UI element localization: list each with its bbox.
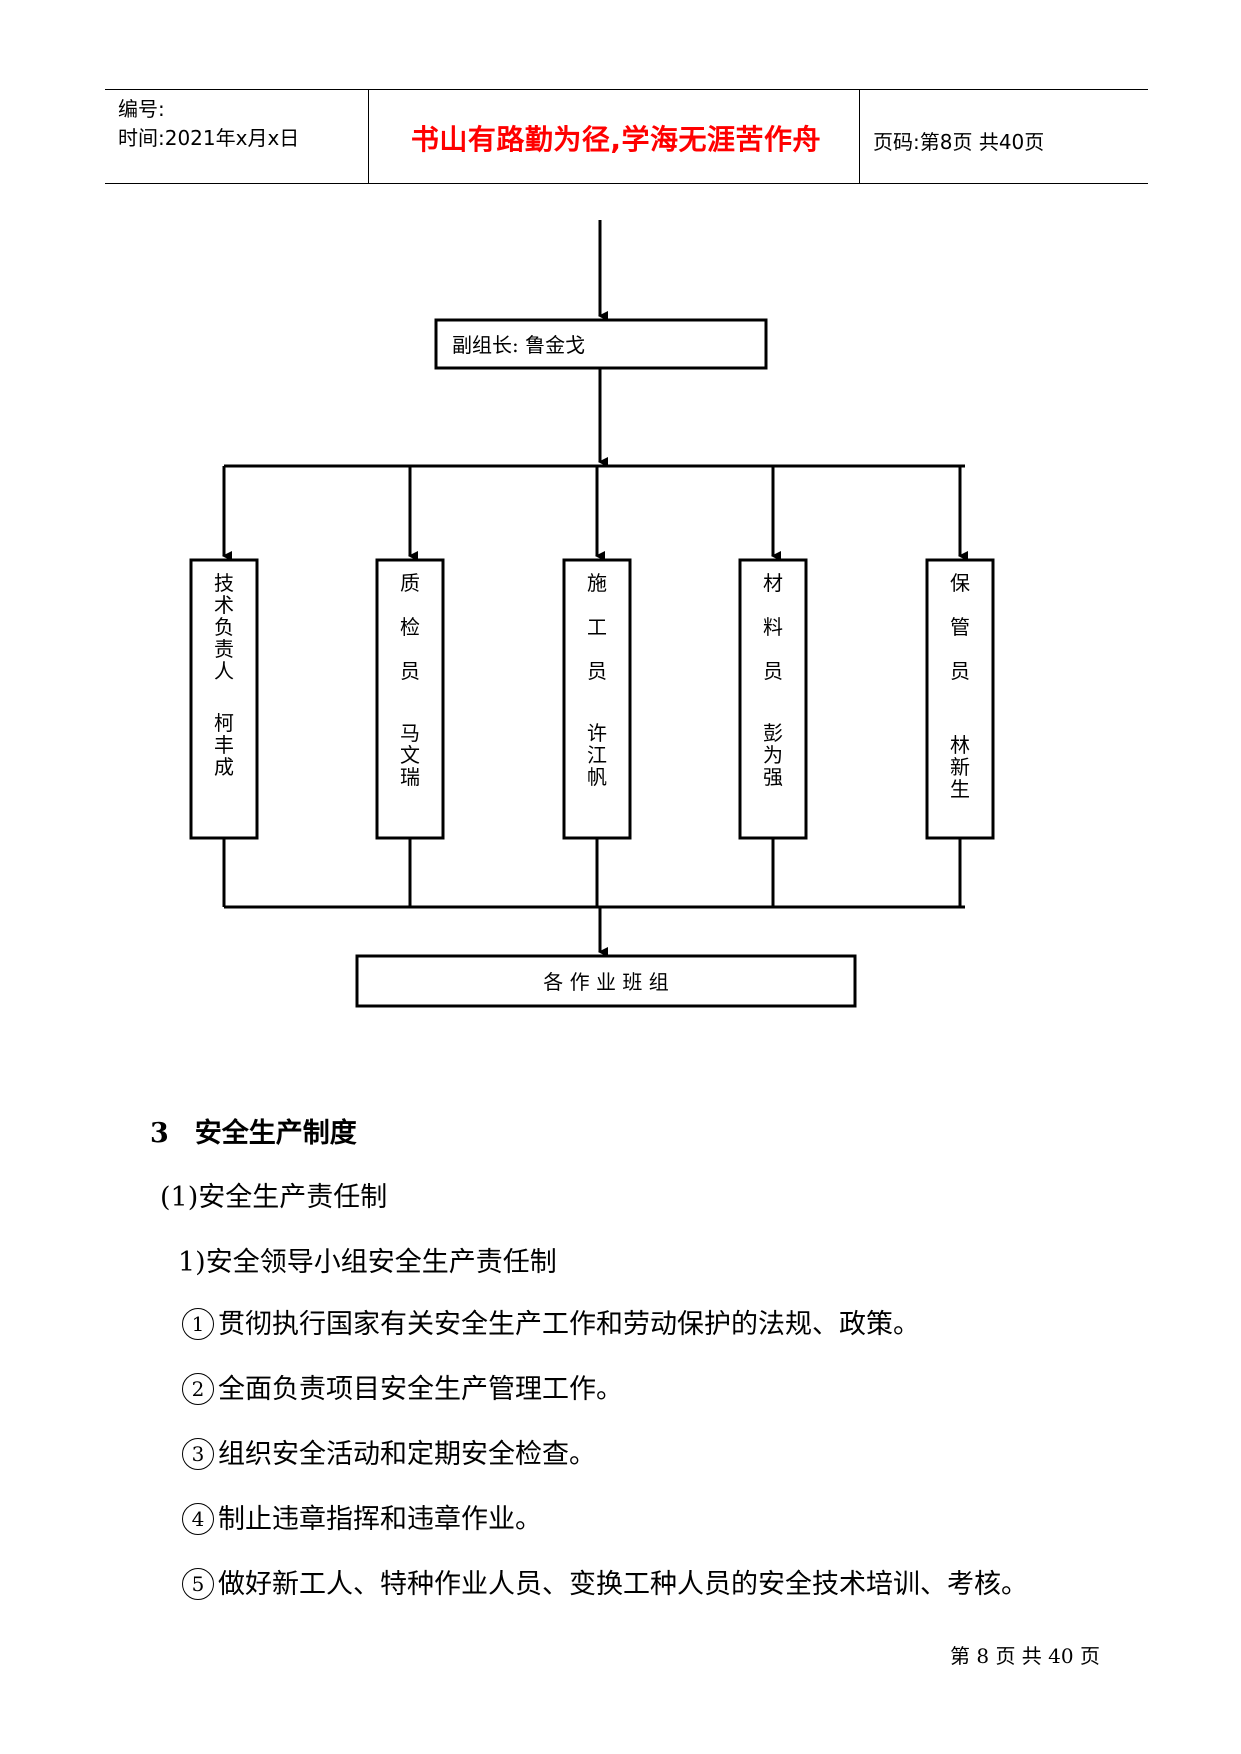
member-role-char: 质 [400, 571, 420, 595]
member-box-3 [562, 558, 632, 840]
header-divider-right [859, 90, 860, 184]
member-name-char: 新 [950, 755, 970, 779]
circled-number: 5 [182, 1567, 214, 1600]
member-role-char: 施 [587, 571, 607, 595]
member-role-char: 管 [950, 615, 970, 639]
subsection-1: (1)安全生产责任制 [160, 1182, 388, 1213]
item-text: 全面负责项目安全生产管理工作。 [218, 1374, 623, 1405]
member-role-char: 检 [400, 615, 420, 639]
header-code-label: 编号: [118, 97, 165, 121]
subsection-1-1: 1)安全领导小组安全生产责任制 [178, 1247, 557, 1278]
header-top-rule [105, 89, 1148, 90]
member-role-char: 材 [763, 571, 783, 595]
member-name-char: 马 [400, 721, 420, 745]
item-text: 制止违章指挥和违章作业。 [218, 1504, 542, 1535]
member-name-char: 丰 [214, 733, 234, 757]
item-text: 贯彻执行国家有关安全生产工作和劳动保护的法规、政策。 [218, 1309, 920, 1340]
page-footer: 第 8 页 共 40 页 [950, 1644, 1100, 1668]
member-name-char: 生 [950, 777, 970, 801]
member-role-char: 员 [400, 659, 420, 683]
member-box-1 [189, 558, 259, 840]
member-box-4 [738, 558, 808, 840]
member-name-char: 柯 [214, 711, 234, 735]
member-role-char: 员 [950, 659, 970, 683]
member-role-char: 保 [950, 571, 970, 595]
header-motto: 书山有路勤为径,学海无涯苦作舟 [410, 123, 822, 156]
member-role-char: 员 [587, 659, 607, 683]
section-number: 3 [150, 1118, 169, 1149]
header-bottom-rule [105, 183, 1148, 184]
member-name-char: 江 [587, 743, 607, 767]
member-box-2 [375, 558, 445, 840]
section-title-text: 安全生产制度 [194, 1118, 357, 1149]
member-name-char: 文 [400, 743, 420, 767]
member-role-char: 工 [587, 615, 607, 639]
member-role-char: 技 [214, 571, 234, 595]
member-role-char: 人 [214, 659, 234, 683]
org-chart: 副组长: 鲁金戈 技术负责人柯丰成质检员马文瑞施工员许江帆材料员彭为强保管员林新… [189, 220, 995, 1008]
teams-box [355, 954, 857, 1008]
member-name-char: 许 [587, 721, 607, 745]
header-page-label: 页码:第8页 共40页 [873, 130, 1045, 154]
member-name-char: 成 [214, 755, 234, 779]
header-time-label: 时间:2021年x月x日 [118, 126, 300, 150]
member-box-5 [925, 558, 995, 840]
member-role-char: 责 [214, 637, 234, 661]
circled-number: 1 [182, 1307, 214, 1340]
teams-label: 各 作 业 班 组 [543, 970, 668, 994]
deputy-label: 副组长: 鲁金戈 [452, 333, 585, 357]
member-name-char: 帆 [587, 765, 607, 789]
deputy-box [434, 318, 768, 370]
member-role-char: 料 [763, 615, 783, 639]
member-name-char: 瑞 [400, 765, 420, 789]
circled-number: 2 [182, 1372, 214, 1405]
member-role-char: 术 [214, 593, 234, 617]
member-role-char: 负 [214, 615, 234, 639]
item-text: 组织安全活动和定期安全检查。 [218, 1439, 596, 1470]
member-name-char: 彭 [763, 721, 783, 745]
section-title: 3 安全生产制度 [150, 1111, 357, 1150]
circled-number: 3 [182, 1437, 214, 1470]
member-name-char: 强 [763, 765, 783, 789]
circled-number: 4 [182, 1502, 214, 1535]
item-text: 做好新工人、特种作业人员、变换工种人员的安全技术培训、考核。 [218, 1569, 1028, 1600]
header-divider-left [368, 90, 369, 184]
member-name-char: 林 [950, 733, 970, 757]
member-name-char: 为 [763, 743, 783, 767]
member-role-char: 员 [763, 659, 783, 683]
